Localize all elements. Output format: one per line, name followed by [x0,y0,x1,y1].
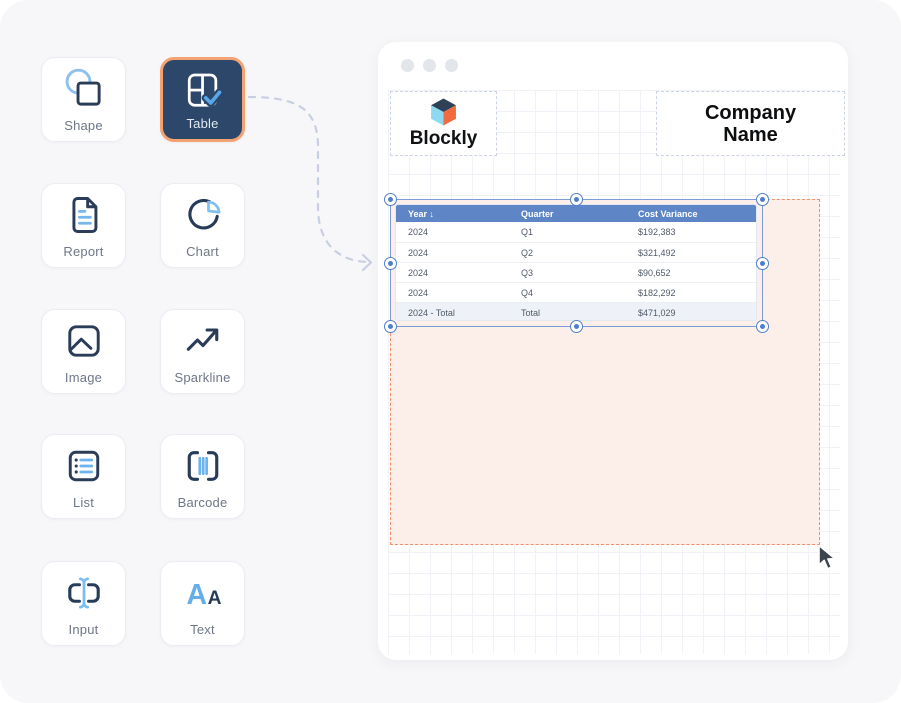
table-cell: 2024 [408,287,429,298]
tool-label: Shape [64,118,103,133]
column-header[interactable]: Cost Variance [638,208,698,219]
svg-text:A: A [186,579,207,611]
window-dot [401,59,414,72]
tool-label: Input [68,622,99,637]
tool-card-input[interactable]: Input [41,561,126,646]
resize-handle-middle-left[interactable] [384,256,397,270]
resize-handle-middle-right[interactable] [756,256,769,270]
connector-arrow [247,95,373,272]
tool-card-sparkline[interactable]: Sparkline [160,309,245,394]
canvas-window: Blockly Company Name Year ↓ Quarter Cost… [378,42,848,660]
shape-icon [62,67,106,111]
resize-handle-top-left[interactable] [384,193,397,206]
tool-card-chart[interactable]: Chart [160,183,245,268]
tool-card-shape[interactable]: Shape [41,57,126,142]
table-cell: 2024 [408,267,429,278]
window-dot [445,59,458,72]
table-cell: Total [521,307,541,318]
report-icon [62,193,106,237]
company-name-text: Company Name [704,101,797,146]
table-icon [181,69,225,113]
table-cell: Q1 [521,227,534,237]
resize-handle-top-middle[interactable] [570,193,583,206]
table-cell: $471,029 [638,307,676,318]
resize-handle-bottom-right[interactable] [756,320,769,333]
tool-card-text[interactable]: A A Text [160,561,245,646]
svg-text:A: A [207,588,221,609]
table-row: 2024 Q1 $192,383 [396,222,756,242]
tool-card-report[interactable]: Report [41,183,126,268]
table-selection[interactable]: Year ↓ Quarter Cost Variance 2024 Q1 $19… [384,193,769,333]
tool-label: Image [64,370,103,385]
tool-label: Text [190,622,215,637]
tool-label: Sparkline [174,370,231,385]
tool-label: Table [186,116,219,131]
table-cell: Q2 [521,247,534,258]
tool-label: Report [63,244,104,259]
chart-icon [181,193,225,237]
table-total-row: 2024 - Total Total $471,029 [396,302,756,320]
list-icon [62,444,106,488]
text-icon: A A [181,571,225,615]
data-table[interactable]: Year ↓ Quarter Cost Variance 2024 Q1 $19… [395,204,757,321]
window-dot [423,59,436,72]
window-controls [401,59,458,72]
input-icon [62,571,106,615]
logo-text: Blockly [409,127,478,149]
image-icon [62,319,106,363]
resize-handle-top-right[interactable] [756,193,769,206]
table-cell: $192,383 [638,227,676,237]
column-header[interactable]: Year ↓ [408,208,435,219]
blockly-cube-icon [430,98,457,126]
table-row: 2024 Q3 $90,652 [396,262,756,282]
table-cell: 2024 [408,247,429,258]
mouse-cursor-icon [818,544,836,570]
table-cell: 2024 [408,227,429,237]
table-row: 2024 Q2 $321,492 [396,242,756,262]
tool-card-table[interactable]: Table [160,57,245,142]
tool-card-image[interactable]: Image [41,309,126,394]
tool-card-list[interactable]: List [41,434,126,519]
barcode-icon [181,444,225,488]
sparkline-icon [181,319,225,363]
logo-block[interactable]: Blockly [390,91,497,156]
company-name-block[interactable]: Company Name [656,91,845,156]
table-header-row: Year ↓ Quarter Cost Variance [396,205,756,222]
table-row: 2024 Q4 $182,292 [396,282,756,302]
resize-handle-bottom-left[interactable] [384,320,397,333]
table-cell: $321,492 [638,247,676,258]
table-cell: 2024 - Total [408,307,455,318]
tool-card-barcode[interactable]: Barcode [160,434,245,519]
tool-label: List [72,495,95,510]
column-header[interactable]: Quarter [521,208,554,219]
table-cell: $182,292 [638,287,676,298]
resize-handle-bottom-middle[interactable] [570,320,583,333]
tool-label: Chart [186,244,219,259]
table-cell: Q3 [521,267,534,278]
table-cell: Q4 [521,287,534,298]
tool-label: Barcode [177,495,228,510]
table-cell: $90,652 [638,267,671,278]
